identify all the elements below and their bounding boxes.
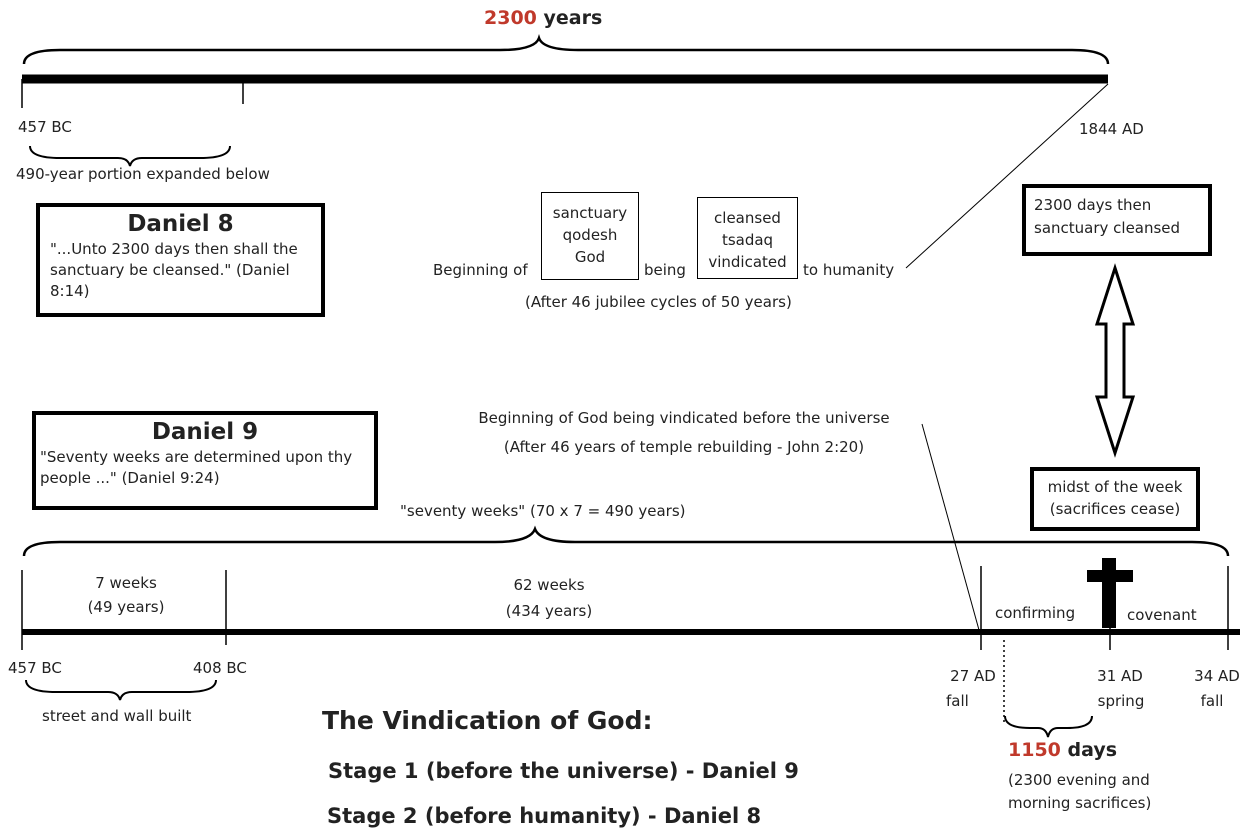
days-label: 1150 days bbox=[1008, 740, 1117, 760]
seg2-weeks: 62 weeks bbox=[513, 576, 585, 594]
midst-week-box: midst of the week (sacrifices cease) bbox=[1030, 467, 1200, 531]
seg1-weeks: 7 weeks bbox=[95, 574, 157, 592]
mark-34ad: 34 AD bbox=[1194, 667, 1240, 685]
street-brace bbox=[25, 679, 217, 701]
mark-408bc: 408 BC bbox=[193, 659, 247, 677]
portion-label: 490-year portion expanded below bbox=[16, 165, 270, 183]
double-arrow-icon bbox=[1094, 263, 1136, 458]
stage2-label: Stage 2 (before humanity) - Daniel 8 bbox=[327, 804, 762, 828]
universe-note-line2: (After 46 years of temple rebuilding - J… bbox=[503, 438, 865, 456]
qodesh-word: qodesh bbox=[562, 226, 618, 244]
mark-457bc: 457 BC bbox=[8, 659, 62, 677]
sanctuary-word: sanctuary bbox=[552, 204, 628, 222]
daniel9-box: Daniel 9 "Seventy weeks are determined u… bbox=[32, 411, 378, 510]
daniel8-quote: "...Unto 2300 days then shall the sanctu… bbox=[50, 240, 298, 300]
daniel9-heading: Daniel 9 bbox=[151, 419, 259, 445]
top-span-value: 2300 bbox=[484, 7, 537, 29]
seventy-weeks-label: "seventy weeks" (70 x 7 = 490 years) bbox=[400, 502, 686, 520]
humanity-connector bbox=[905, 83, 1109, 269]
days-unit: days bbox=[1060, 739, 1118, 761]
jubilee-note: (After 46 jubilee cycles of 50 years) bbox=[525, 293, 792, 311]
daniel8-box: Daniel 8 "...Unto 2300 days then shall t… bbox=[36, 203, 325, 317]
mark-27ad: 27 AD bbox=[950, 667, 996, 685]
god-word: God bbox=[574, 248, 606, 266]
daniel8-heading: Daniel 8 bbox=[127, 211, 234, 237]
top-span-unit: years bbox=[536, 7, 603, 29]
top-end-label: 1844 AD bbox=[1079, 120, 1144, 138]
beginning-of-label: Beginning of bbox=[433, 261, 528, 279]
cleansed-word: cleansed bbox=[714, 209, 781, 227]
sanctuary-cleansed-box: 2300 days then sanctuary cleansed bbox=[1022, 184, 1212, 256]
top-brace bbox=[22, 34, 1110, 65]
midst-week-text: midst of the week (sacrifices cease) bbox=[1047, 478, 1183, 518]
top-span-label: 2300 years bbox=[484, 8, 602, 28]
universe-note-line1: Beginning of God being vindicated before… bbox=[478, 409, 890, 427]
covenant-label: covenant bbox=[1127, 606, 1197, 624]
mark-34ad-season: fall bbox=[1200, 692, 1224, 710]
being-label: being bbox=[644, 261, 686, 279]
stage1-label: Stage 1 (before the universe) - Daniel 9 bbox=[328, 759, 799, 783]
mark-27ad-season: fall bbox=[946, 692, 969, 710]
portion-brace bbox=[29, 145, 231, 167]
mark-31ad-season: spring bbox=[1097, 692, 1145, 710]
days-value: 1150 bbox=[1008, 739, 1061, 761]
seg1-years: (49 years) bbox=[87, 598, 165, 616]
sanctuary-stack: sanctuary qodesh God bbox=[541, 202, 639, 268]
bottom-brace bbox=[22, 525, 1230, 557]
days-note-1: (2300 evening and bbox=[1008, 771, 1150, 789]
cleansed-stack: cleansed tsadaq vindicated bbox=[697, 207, 798, 273]
confirming-label: confirming bbox=[995, 604, 1076, 622]
daniel9-quote: "Seventy weeks are determined upon thy p… bbox=[40, 448, 353, 487]
days-note-2: morning sacrifices) bbox=[1008, 794, 1152, 812]
cleansed-box bbox=[697, 197, 798, 279]
sanctuary-box bbox=[541, 192, 639, 280]
vindicated-word: vindicated bbox=[708, 253, 787, 271]
tsadaq-word: tsadaq bbox=[721, 231, 774, 249]
days-brace bbox=[1004, 715, 1093, 738]
top-start-label: 457 BC bbox=[18, 118, 72, 136]
cross-icon-vertical bbox=[1102, 558, 1116, 628]
mark-31ad: 31 AD bbox=[1097, 667, 1143, 685]
seg2-years: (434 years) bbox=[505, 602, 593, 620]
vindication-title: The Vindication of God: bbox=[322, 706, 653, 735]
sanctuary-cleansed-text: 2300 days then sanctuary cleansed bbox=[1034, 196, 1181, 237]
cross-icon-horizontal bbox=[1087, 570, 1133, 582]
to-humanity-label: to humanity bbox=[803, 261, 895, 279]
universe-connector bbox=[921, 423, 980, 631]
street-wall-label: street and wall built bbox=[42, 707, 192, 725]
